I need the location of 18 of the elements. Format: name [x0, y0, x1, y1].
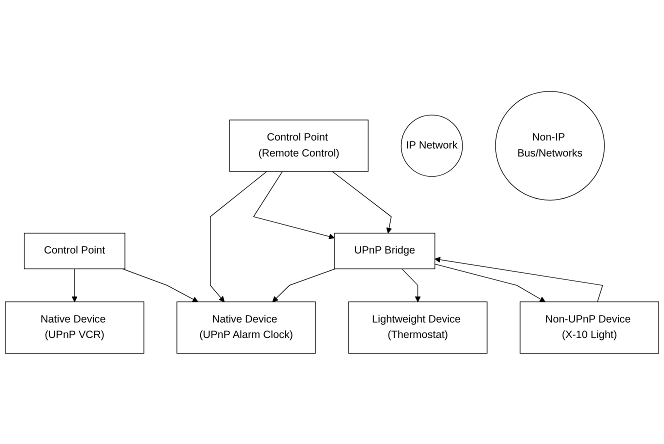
- node-box: Native Device (UPnP Alarm Clock): [176, 301, 316, 354]
- arrow: [72, 268, 78, 302]
- node-box: Non-UPnP Device (X-10 Light): [520, 301, 660, 354]
- node-box: Control Point: [24, 232, 126, 269]
- node-circle: Non-IP Bus/Networks: [495, 90, 605, 200]
- arrow: [402, 268, 421, 302]
- node-circle: IP Network: [400, 114, 463, 176]
- arrow: [272, 268, 336, 302]
- arrow: [434, 263, 546, 302]
- node-box: Native Device (UPnP VCR): [4, 301, 144, 354]
- node-box: Lightweight Device (Thermostat): [348, 301, 488, 354]
- node-box: UPnP Bridge: [334, 232, 436, 269]
- arrow: [122, 268, 198, 302]
- node-box: Control Point (Remote Control): [229, 119, 368, 172]
- arrow: [253, 170, 335, 240]
- arrow: [210, 170, 268, 302]
- arrow: [332, 170, 392, 234]
- arrow: [434, 256, 604, 302]
